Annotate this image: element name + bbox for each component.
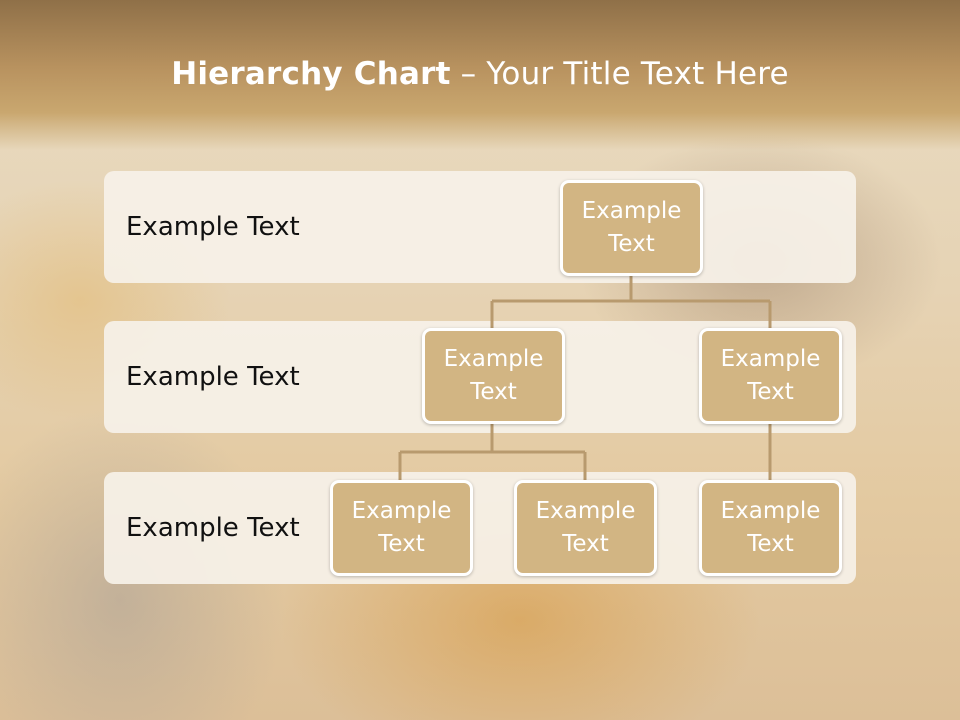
hierarchy-node-level2-right[interactable]: Example Text [699,328,842,424]
title-rest-part: – Your Title Text Here [450,56,789,92]
hierarchy-node-root[interactable]: Example Text [560,180,703,276]
band-label-level-1: Example Text [126,212,300,242]
title-bold-part: Hierarchy Chart [171,56,451,92]
hierarchy-band-level-1 [104,171,856,283]
band-label-level-3: Example Text [126,513,300,543]
slide-title: Hierarchy Chart – Your Title Text Here [0,56,960,92]
hierarchy-node-level3-b[interactable]: Example Text [514,480,657,576]
title-bar [0,0,960,150]
hierarchy-node-level3-a[interactable]: Example Text [330,480,473,576]
hierarchy-node-level3-c[interactable]: Example Text [699,480,842,576]
band-label-level-2: Example Text [126,362,300,392]
hierarchy-node-level2-left[interactable]: Example Text [422,328,565,424]
